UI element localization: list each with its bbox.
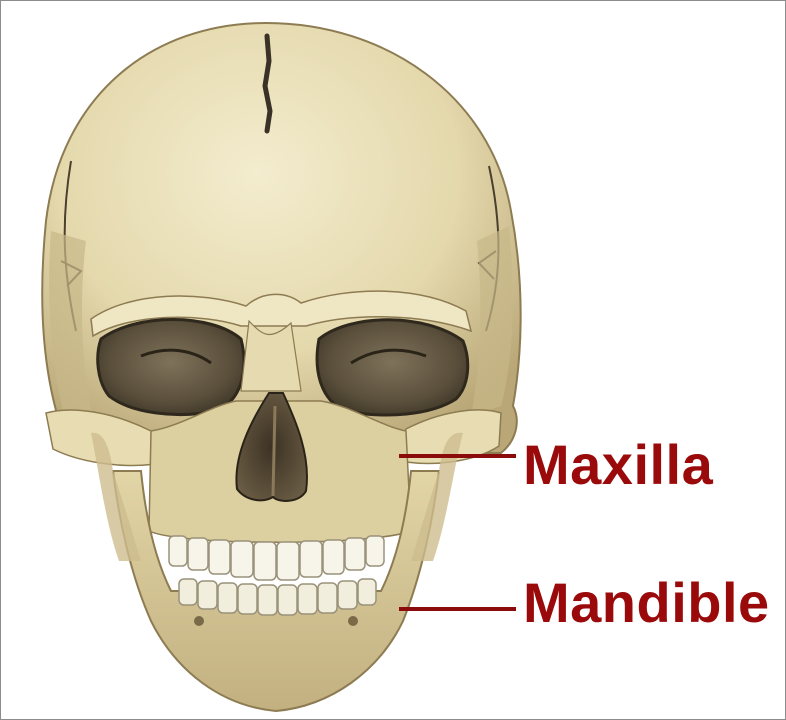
- lower-teeth: [179, 579, 376, 615]
- mental-foramen-right: [348, 616, 358, 626]
- left-orbit: [98, 320, 244, 415]
- mental-foramen-left: [194, 616, 204, 626]
- nasal-septum: [273, 406, 275, 496]
- right-orbit: [317, 320, 468, 415]
- maxilla-label: Maxilla: [523, 437, 713, 493]
- mandible-label: Mandible: [523, 575, 770, 631]
